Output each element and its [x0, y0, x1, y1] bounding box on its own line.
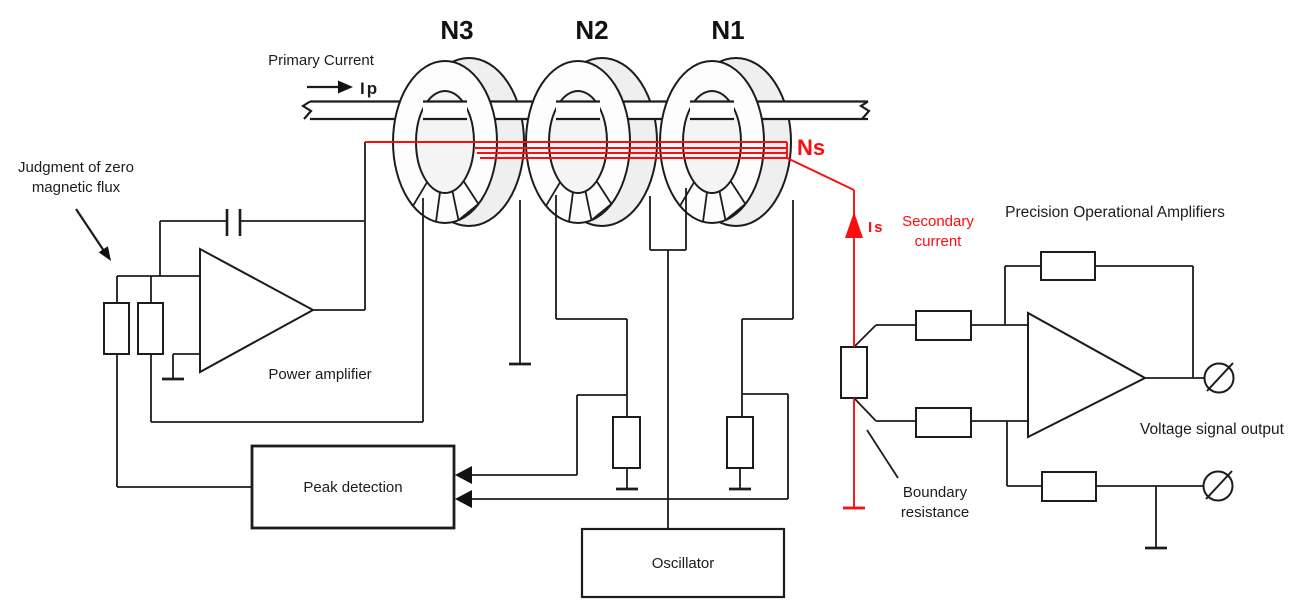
judgment-arrow	[75, 208, 111, 261]
opamp-input-resistor-bottom	[915, 407, 972, 438]
sense-resistor-1	[103, 302, 130, 355]
power-amplifier-triangle	[199, 247, 316, 374]
bar-through-holes	[423, 100, 734, 121]
output-terminal-icon	[1202, 470, 1234, 502]
n2-load-resistor	[612, 416, 641, 469]
secondary-current-label-1: Secondary	[902, 213, 974, 230]
oscillator-label: Oscillator	[652, 555, 715, 572]
labels: Primary Current Ip N3 N2 N1 Ns Is Second…	[18, 15, 1285, 572]
is-label: Is	[868, 219, 885, 236]
opamp-input-resistor-top	[915, 310, 972, 341]
coil-label-n1: N1	[711, 15, 744, 45]
boundary-pointer-line	[866, 429, 899, 479]
bar-break-left	[300, 100, 313, 120]
capacitor-icon	[225, 209, 242, 236]
boundary-resistance-label-2: resistance	[901, 504, 969, 521]
precision-opamp-triangle	[1027, 311, 1148, 439]
sense-resistor-2	[137, 302, 164, 355]
output-terminals	[1202, 362, 1235, 502]
ip-label: Ip	[360, 79, 379, 98]
boundary-resistance-label-1: Boundary	[903, 484, 968, 501]
arrowhead-icon	[98, 246, 111, 261]
coil-label-n3: N3	[440, 15, 473, 45]
oscillator-box	[580, 527, 786, 599]
opamp-feedback-resistor	[1040, 251, 1096, 281]
peak-detection-label: Peak detection	[303, 479, 402, 496]
judgment-label-1: Judgment of zero	[18, 159, 134, 176]
resistors	[103, 251, 1097, 502]
secondary-current-label-2: current	[915, 233, 963, 250]
output-terminal-icon	[1203, 362, 1235, 394]
coil-label-n2: N2	[575, 15, 608, 45]
precision-opamps-label: Precision Operational Amplifiers	[1005, 204, 1225, 221]
wiring	[116, 142, 1204, 548]
n1-load-resistor	[726, 416, 754, 469]
amplifiers	[199, 247, 1148, 439]
arrowhead-icon	[338, 80, 353, 94]
arrowhead-icon	[455, 466, 472, 484]
primary-current-label: Primary Current	[268, 52, 375, 69]
power-amplifier-label: Power amplifier	[268, 366, 371, 383]
boundary-resistor	[840, 346, 868, 399]
voltage-output-label: Voltage signal output	[1140, 421, 1285, 438]
primary-current-arrow	[307, 80, 353, 94]
secondary-current-arrow-icon	[845, 212, 863, 238]
ns-label: Ns	[797, 135, 825, 160]
blocks	[250, 444, 786, 599]
bar-break-right	[858, 100, 871, 120]
peak-detection-box	[250, 444, 456, 530]
peak-detection-arrows	[455, 466, 472, 508]
judgment-label-2: magnetic flux	[32, 179, 121, 196]
output-series-resistor	[1041, 471, 1097, 502]
arrowhead-icon	[455, 490, 472, 508]
